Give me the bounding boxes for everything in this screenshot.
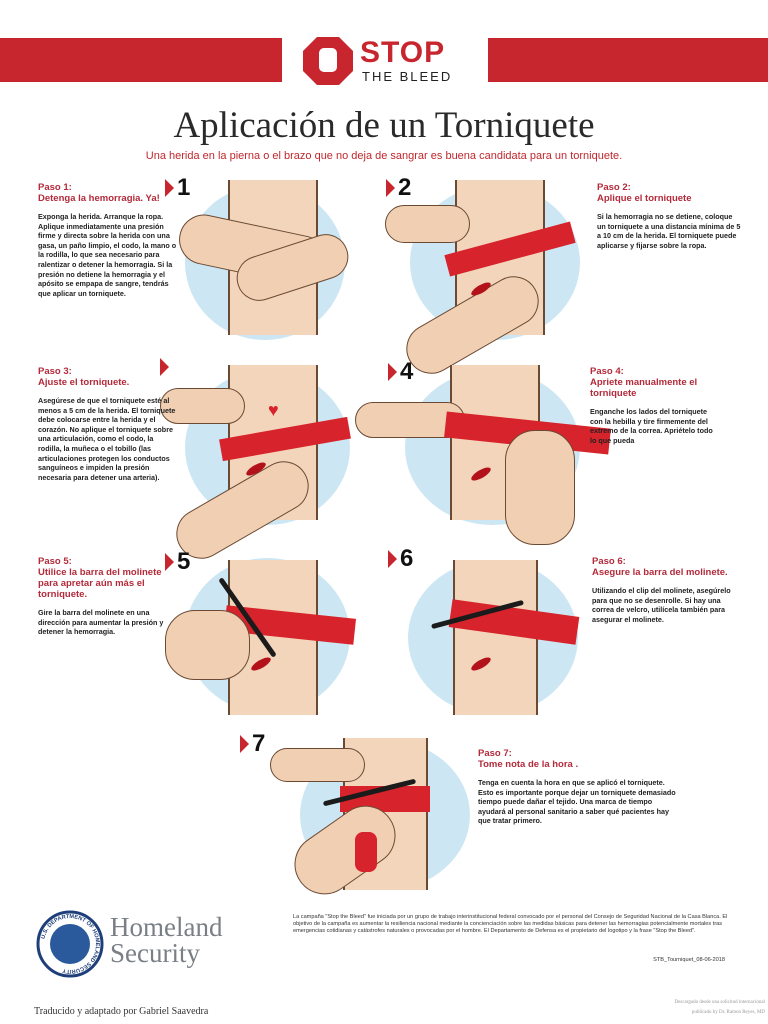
logo-the-bleed: THE BLEED [362, 69, 453, 84]
publisher-note: publicado by Dr. Ramon Reyes, MD [691, 1010, 765, 1015]
step-2: Paso 2:Aplique el torniquete Si la hemorr… [597, 182, 742, 250]
step-1: Paso 1:Detenga la hemorragia. Ya! Exponga… [38, 182, 180, 298]
step-label: Paso 1: [38, 182, 72, 193]
triangle-marker-icon [388, 550, 397, 568]
step-6: Paso 6:Asegure la barra del molinete. Uti… [592, 556, 742, 624]
step-number: 7 [252, 730, 266, 757]
step-5-number: 5 [165, 548, 190, 576]
step-3: Paso 3:Ajuste el torniquete. Asegúrese de… [38, 366, 178, 482]
triangle-marker-icon [240, 735, 249, 753]
step-text: Asegúrese de que el torniquete esté al m… [38, 396, 176, 482]
step-3-marker [160, 358, 172, 376]
step-number: 1 [177, 174, 191, 201]
dhs-seal-graphic: U.S. DEPARTMENT OF HOMELAND SECURITY [36, 910, 104, 978]
triangle-marker-icon [165, 553, 174, 571]
disclaimer: La campaña "Stop the Bleed" fue iniciada… [293, 914, 728, 934]
step-text: Si la hemorragia no se detiene, coloque … [597, 212, 741, 250]
step-heading: Aplique el torniquete [597, 193, 692, 204]
heart-icon: ♥ [268, 400, 279, 420]
step-label: Paso 2: [597, 182, 631, 193]
logo-stop: STOP [360, 36, 446, 69]
page-subtitle: Una herida en la pierna o el brazo que n… [145, 150, 623, 162]
step-2-number: 2 [386, 174, 411, 202]
step-1-number: 1 [165, 174, 190, 202]
triangle-marker-icon [165, 179, 174, 197]
step-heading: Utilice la barra del molinete para apret… [38, 567, 162, 600]
triangle-marker-icon [386, 179, 395, 197]
page-title: Aplicación de un Torniquete [173, 105, 595, 146]
step-heading: Asegure la barra del molinete. [592, 567, 728, 578]
step-label: Paso 4: [590, 366, 624, 377]
step-number: 2 [398, 174, 412, 201]
step-number: 6 [400, 545, 414, 572]
triangle-marker-icon [160, 358, 169, 376]
step-text: Tenga en cuenta la hora en que se aplicó… [478, 778, 676, 826]
dhs-seal: U.S. DEPARTMENT OF HOMELAND SECURITY [36, 910, 104, 978]
document-id: STB_Tourniquet_08-06-2018 [653, 957, 725, 963]
translator-credit: Traducido y adaptado por Gabriel Saavedr… [34, 1006, 209, 1017]
step-4: Paso 4:Apriete manualmente el torniquete… [590, 366, 720, 445]
step-text: Enganche los lados del torniquete con la… [590, 407, 713, 445]
dhs-line-2: Security [110, 938, 200, 968]
step-text: Exponga la herida. Arranque la ropa. Apl… [38, 212, 177, 298]
step-label: Paso 3: [38, 366, 72, 377]
step-heading: Detenga la hemorragia. Ya! [38, 193, 160, 204]
step-6-number: 6 [388, 545, 413, 573]
step-label: Paso 7: [478, 748, 512, 759]
dhs-line-1: Homeland [110, 912, 223, 942]
step-label: Paso 6: [592, 556, 626, 567]
step-heading: Ajuste el torniquete. [38, 377, 130, 388]
step-7: Paso 7:Tome nota de la hora . Tenga en cu… [478, 748, 678, 826]
step-label: Paso 5: [38, 556, 72, 567]
stop-the-bleed-logo: STOP THE BLEED [302, 36, 472, 86]
step-heading: Tome nota de la hora . [478, 759, 579, 770]
step-number: 5 [177, 548, 191, 575]
step-4-number: 4 [388, 358, 413, 386]
step-text: Utilizando el clip del molinete, asegúre… [592, 586, 731, 624]
header-band-left [0, 38, 282, 82]
step-text: Gire la barra del molinete en una direcc… [38, 608, 164, 637]
step-heading: Apriete manualmente el torniquete [590, 377, 698, 399]
step-number: 4 [400, 358, 414, 385]
dhs-wordmark: Homeland Security [110, 912, 223, 968]
step-7-number: 7 [240, 730, 265, 758]
triangle-marker-icon [388, 363, 397, 381]
step-5: Paso 5:Utilice la barra del molinete par… [38, 556, 173, 637]
stop-hand-icon [303, 37, 353, 85]
download-note: Descargado desde una solicitud internaci… [674, 1000, 765, 1005]
header-band-right [488, 38, 768, 82]
